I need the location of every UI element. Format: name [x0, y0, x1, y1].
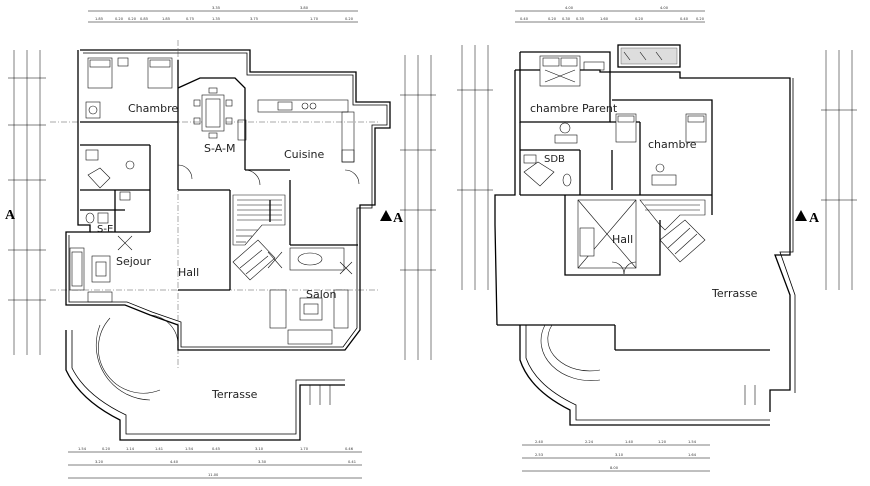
kitchen-counter: [257, 99, 355, 163]
dim-label: 2.40: [535, 440, 544, 444]
room-label-chambre: Chambre: [128, 102, 178, 115]
salon-furniture: [267, 247, 353, 345]
dim-label: 1.64: [688, 453, 697, 457]
dim-label: 1.54: [185, 447, 194, 451]
dim-label: 1.35: [212, 17, 220, 21]
dim-label: 0.85: [140, 17, 148, 21]
room-label-chambre-upper: chambre: [648, 138, 697, 151]
section-arrow-icon: [380, 210, 392, 221]
chambre-beds: [85, 57, 173, 119]
room-label-sam: S-A-M: [204, 142, 235, 155]
dim-label: 1.70: [300, 447, 309, 451]
upper-floor-plan: 4.00 4.00 0.40 0.20 0.30 0.35 1.60 0.20 …: [457, 6, 857, 472]
bathroom-fixtures: [85, 149, 135, 224]
room-label-terrasse: Terrasse: [211, 388, 258, 401]
room-label-hall-upper: Hall: [612, 233, 633, 246]
ground-terrasse: [65, 317, 345, 441]
room-label-hall: Hall: [178, 266, 199, 279]
dim-label: 8.00: [610, 466, 619, 470]
dim-label: 0.46: [345, 447, 354, 451]
upper-interior-walls: [519, 51, 713, 276]
upper-bathroom-fixtures: [523, 154, 572, 187]
dim-label: 1.20: [658, 440, 667, 444]
room-label-bathroom: S-E: [97, 224, 113, 235]
dim-label: 4.00: [660, 6, 669, 10]
chambre-beds-upper: [615, 113, 707, 186]
dim-label: 1.41: [155, 447, 163, 451]
parent-bed: [539, 55, 605, 144]
door-swings: [149, 164, 360, 346]
ground-left-dimensions: [8, 50, 46, 355]
dim-label: 0.75: [186, 17, 194, 21]
dim-label: 0.20: [548, 17, 557, 21]
ground-floor-plan: 3.35 3.80 1.85 0.20 0.20 0.85 1.85 0.75 …: [5, 6, 436, 479]
staircase: [232, 194, 286, 281]
ground-bottom-dimensions: 1.54 0.20 1.14 1.41 1.54 0.45 3.10 1.70 …: [68, 447, 362, 479]
dim-label: 0.20: [696, 17, 705, 21]
upper-terrasse-boundary: [494, 69, 796, 412]
dim-label: 3.35: [212, 6, 220, 10]
section-arrow-icon: [795, 210, 807, 221]
dim-label: 1.85: [95, 17, 103, 21]
dim-label: 0.20: [102, 447, 111, 451]
dim-label: 1.70: [310, 17, 319, 21]
dim-label: 0.35: [576, 17, 584, 21]
dim-label: 1.54: [78, 447, 87, 451]
dim-label: 3.20: [95, 460, 104, 464]
upper-side-dimensions: [457, 45, 857, 290]
dim-label: 0.40: [520, 17, 529, 21]
upper-top-dimensions: 4.00 4.00 0.40 0.20 0.30 0.35 1.60 0.20 …: [515, 6, 705, 23]
dim-label: 2.53: [535, 453, 543, 457]
dim-label: 11.00: [208, 473, 219, 477]
room-label-sdb: SDB: [544, 154, 565, 165]
dim-label: 0.20: [635, 17, 644, 21]
upper-bottom-dimensions: 2.40 2.24 1.40 1.20 1.54 2.53 3.10 1.64 …: [522, 440, 710, 472]
upper-balcony-planter: [617, 44, 681, 68]
sejour-furniture: [69, 235, 133, 303]
dim-label: 1.54: [688, 440, 697, 444]
dim-label: 0.20: [128, 17, 137, 21]
dim-label: 0.40: [680, 17, 689, 21]
dim-label: 0.30: [562, 17, 571, 21]
ground-interior-walls: [80, 60, 358, 291]
dim-label: 3.10: [255, 447, 264, 451]
dim-label: 0.41: [348, 460, 356, 464]
dim-label: 1.14: [126, 447, 135, 451]
upper-hall: [577, 199, 706, 275]
dim-label: 3.75: [250, 17, 258, 21]
dim-label: 4.40: [170, 460, 179, 464]
section-marker-a: A: [809, 211, 820, 226]
ground-exterior-walls: [65, 49, 391, 351]
ground-right-dimensions: [400, 55, 436, 360]
upper-terrasse-curve: [519, 324, 770, 426]
dining-table: [193, 87, 247, 141]
dim-label: 0.45: [212, 447, 220, 451]
dim-label: 0.20: [345, 17, 354, 21]
dim-label: 4.00: [565, 6, 574, 10]
room-label-chambre-parent: chambre Parent: [530, 102, 618, 115]
dim-label: 1.85: [162, 17, 170, 21]
room-label-cuisine: Cuisine: [284, 148, 324, 161]
dim-label: 2.24: [585, 440, 594, 444]
dim-label: 3.80: [300, 6, 309, 10]
dim-label: 0.20: [115, 17, 124, 21]
section-marker-a: A: [393, 211, 404, 226]
dim-label: 3.30: [258, 460, 267, 464]
dim-label: 1.60: [600, 17, 609, 21]
room-label-salon: Salon: [306, 288, 337, 301]
room-label-terrasse-upper: Terrasse: [711, 287, 758, 300]
ground-top-dimensions: 3.35 3.80 1.85 0.20 0.20 0.85 1.85 0.75 …: [88, 6, 358, 23]
section-marker-a: A: [5, 208, 16, 223]
dim-label: 1.40: [625, 440, 634, 444]
dim-label: 3.10: [615, 453, 624, 457]
room-label-sejour: Sejour: [116, 255, 152, 268]
